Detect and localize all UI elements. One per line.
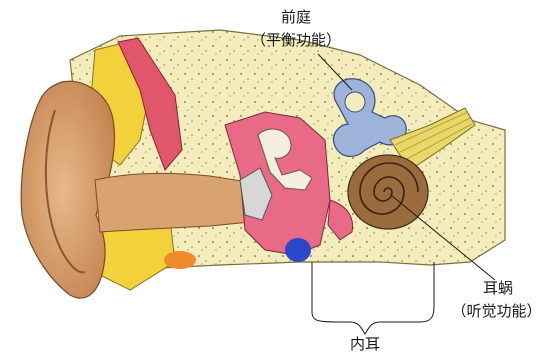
- ear-canal: [95, 173, 250, 232]
- vestibule-label: 前庭: [236, 8, 356, 26]
- blood-vessel: [285, 238, 311, 262]
- orange-tissue: [164, 251, 196, 269]
- cochlea-label: 耳蜗: [448, 279, 548, 297]
- vestibule-function-label: （平衡功能）: [226, 31, 366, 49]
- inner-ear-bracket: [312, 262, 434, 334]
- inner-ear-label: 内耳: [325, 335, 405, 353]
- vestibule-ring: [345, 92, 365, 112]
- cochlea-function-label: （听觉功能）: [435, 302, 558, 320]
